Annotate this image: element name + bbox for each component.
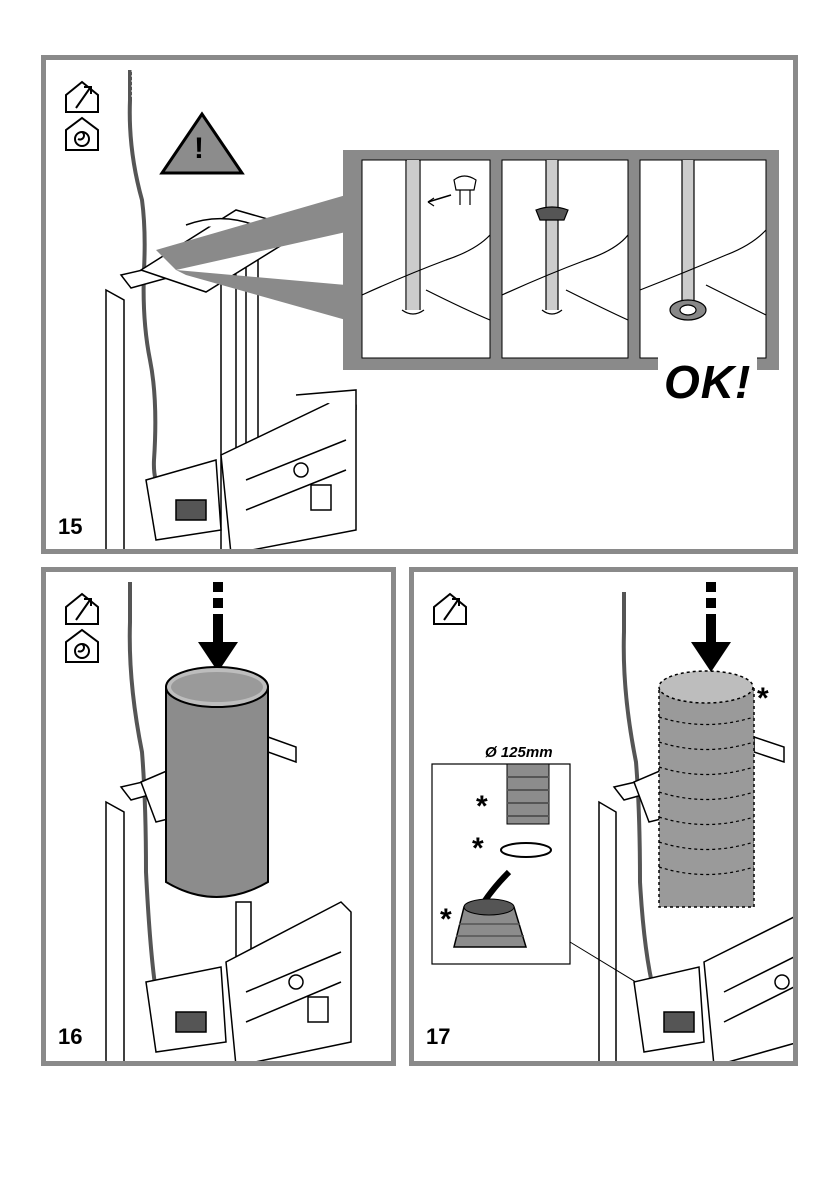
asterisk-hose: * — [757, 684, 769, 714]
house-recirculation-icon — [66, 630, 98, 662]
asterisk-duct: * — [476, 792, 488, 822]
step-15-panel: ! OK! 15 — [41, 55, 798, 554]
asterisk-adapter: * — [440, 905, 452, 935]
step-17-panel: Ø 125mm * * * * 17 — [409, 567, 798, 1066]
down-arrow-icon — [198, 582, 238, 672]
house-outlet-icon — [66, 82, 98, 112]
flexible-hose — [659, 671, 754, 907]
house-outlet-icon — [434, 594, 466, 624]
hood-motor-unit — [634, 917, 798, 1066]
asterisk-clamp: * — [472, 834, 484, 864]
power-cable — [130, 70, 186, 510]
step-15-illustration — [46, 60, 798, 554]
diameter-label: Ø 125mm — [485, 744, 553, 761]
step-16-panel: 16 — [41, 567, 396, 1066]
step-16-illustration — [46, 572, 396, 1066]
telescopic-duct-cover — [166, 667, 268, 897]
step-17-illustration — [414, 572, 798, 1066]
house-recirculation-icon — [66, 118, 98, 150]
down-arrow-icon — [691, 582, 731, 672]
step-number: 16 — [58, 1024, 82, 1050]
step-number: 17 — [426, 1024, 450, 1050]
ok-label: OK! — [658, 355, 757, 409]
warning-exclamation: ! — [194, 132, 204, 166]
step-number: 15 — [58, 514, 82, 540]
house-outlet-icon — [66, 594, 98, 624]
